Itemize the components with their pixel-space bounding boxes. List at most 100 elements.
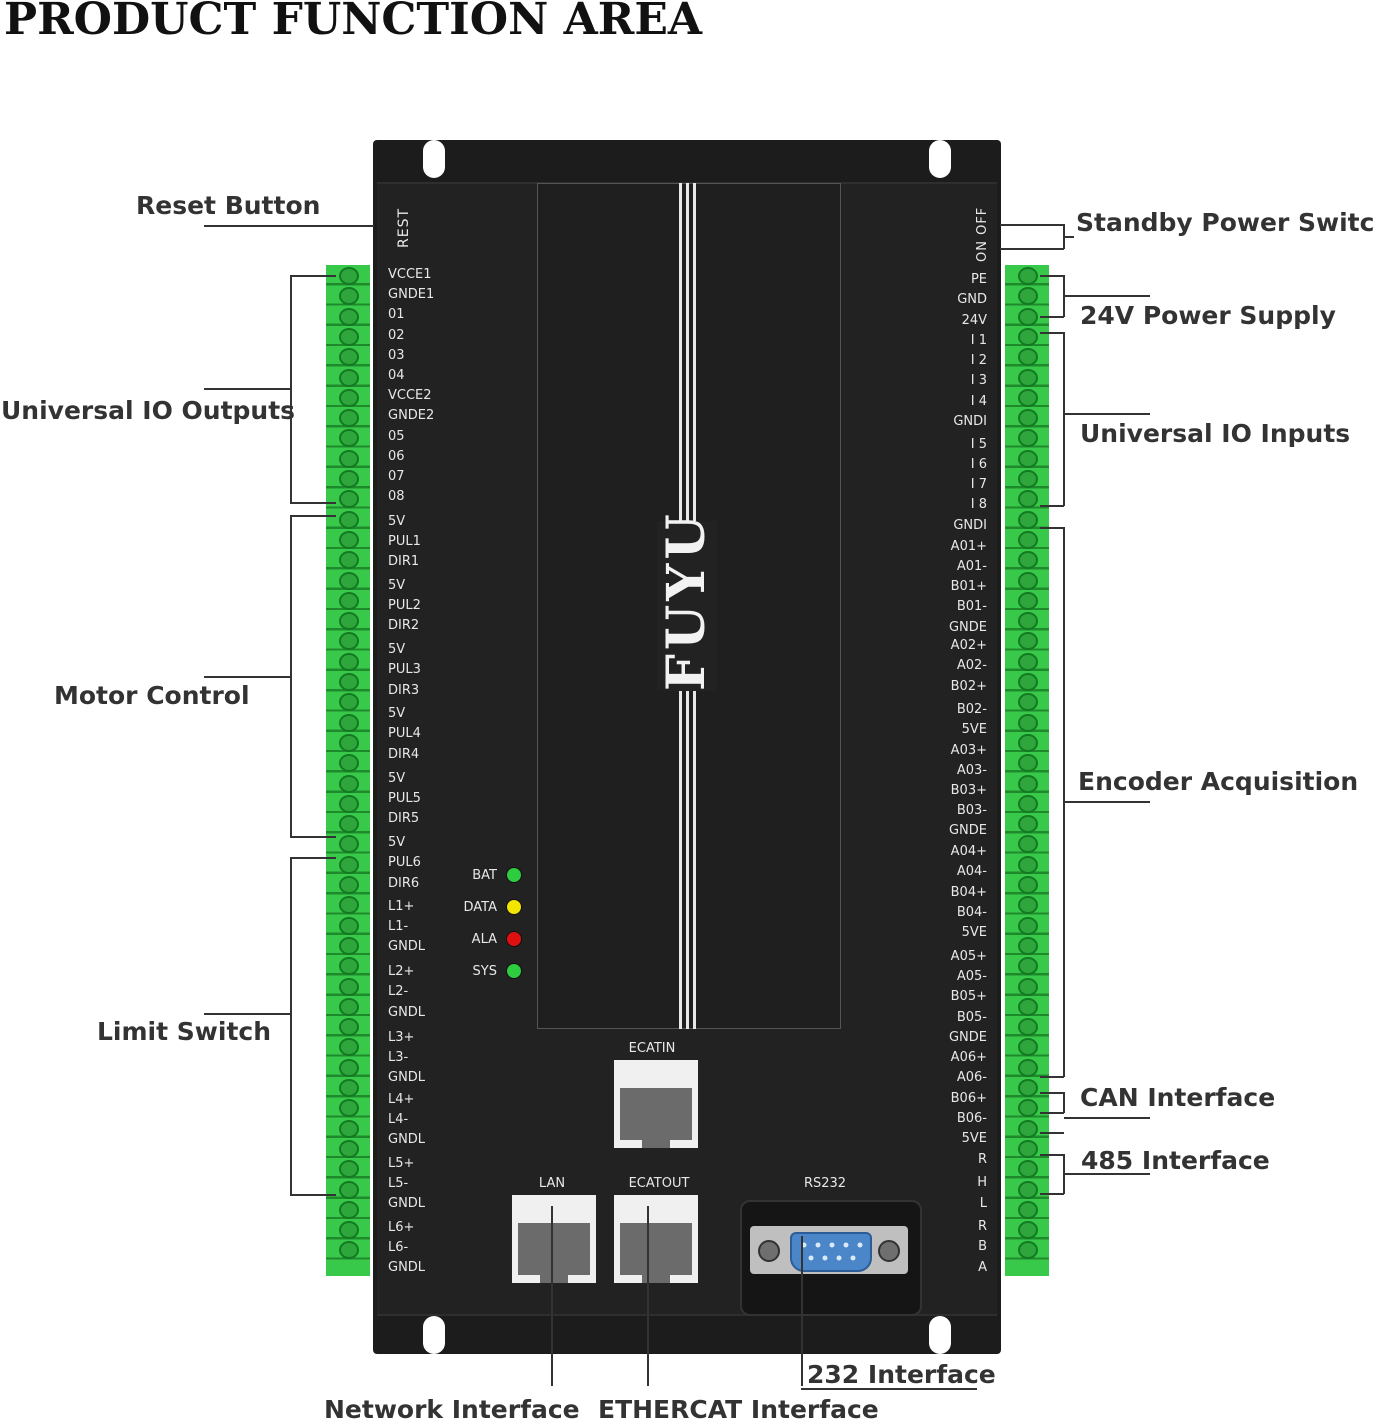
left-terminal-screw[interactable] (339, 368, 359, 387)
right-terminal-screw[interactable] (1018, 632, 1038, 651)
right-terminal-screw[interactable] (1018, 1139, 1038, 1158)
left-terminal-screw[interactable] (339, 1160, 359, 1179)
left-terminal-screw[interactable] (339, 693, 359, 712)
right-terminal-screw[interactable] (1018, 916, 1038, 935)
right-terminal-screw[interactable] (1018, 774, 1038, 793)
left-terminal-screw[interactable] (339, 997, 359, 1016)
right-terminal-screw[interactable] (1018, 896, 1038, 915)
left-terminal-screw[interactable] (339, 409, 359, 428)
right-terminal-screw[interactable] (1018, 449, 1038, 468)
right-terminal-screw[interactable] (1018, 368, 1038, 387)
left-terminal-screw[interactable] (339, 1221, 359, 1240)
left-terminal-screw[interactable] (339, 855, 359, 874)
right-terminal-screw[interactable] (1018, 1018, 1038, 1037)
right-terminal-screw[interactable] (1018, 388, 1038, 407)
right-terminal-screw[interactable] (1018, 1241, 1038, 1260)
left-terminal-screw[interactable] (339, 1200, 359, 1219)
left-terminal-screw[interactable] (339, 449, 359, 468)
left-terminal-screw[interactable] (339, 936, 359, 955)
left-terminal-screw[interactable] (339, 713, 359, 732)
left-terminal-screw[interactable] (339, 652, 359, 671)
right-terminal-screw[interactable] (1018, 977, 1038, 996)
left-terminal-screw[interactable] (339, 571, 359, 590)
right-terminal-screw[interactable] (1018, 1180, 1038, 1199)
right-terminal-screw[interactable] (1018, 490, 1038, 509)
right-terminal-screw[interactable] (1018, 612, 1038, 631)
right-terminal-screw[interactable] (1018, 307, 1038, 326)
left-terminal-screw[interactable] (339, 1058, 359, 1077)
left-terminal-screw[interactable] (339, 1038, 359, 1057)
right-terminal-screw[interactable] (1018, 327, 1038, 346)
left-terminal-screw[interactable] (339, 1241, 359, 1260)
left-terminal-screw[interactable] (339, 815, 359, 834)
left-terminal-screw[interactable] (339, 835, 359, 854)
left-terminal-screw[interactable] (339, 896, 359, 915)
left-terminal-screw[interactable] (339, 388, 359, 407)
right-terminal-screw[interactable] (1018, 1119, 1038, 1138)
right-terminal-screw[interactable] (1018, 530, 1038, 549)
right-terminal-screw[interactable] (1018, 1079, 1038, 1097)
left-terminal-screw[interactable] (339, 429, 359, 448)
left-terminal-screw[interactable] (339, 1180, 359, 1199)
right-terminal-screw[interactable] (1018, 429, 1038, 448)
right-terminal-screw[interactable] (1018, 267, 1038, 285)
right-terminal-screw[interactable] (1018, 1221, 1038, 1240)
left-terminal-screw[interactable] (339, 530, 359, 549)
left-terminal-screw[interactable] (339, 916, 359, 935)
right-terminal-screw[interactable] (1018, 1099, 1038, 1118)
left-terminal-screw[interactable] (339, 327, 359, 346)
right-terminal-screw[interactable] (1018, 287, 1038, 306)
left-terminal-screw[interactable] (339, 957, 359, 976)
right-terminal-screw[interactable] (1018, 348, 1038, 367)
left-terminal-screw[interactable] (339, 348, 359, 367)
right-terminal-screw[interactable] (1018, 409, 1038, 428)
left-terminal-screw[interactable] (339, 632, 359, 651)
left-terminal-screw[interactable] (339, 1139, 359, 1158)
right-terminal-screw[interactable] (1018, 997, 1038, 1016)
left-terminal-screw[interactable] (339, 287, 359, 306)
right-terminal-screw[interactable] (1018, 713, 1038, 732)
right-terminal-screw[interactable] (1018, 551, 1038, 570)
right-terminal-screw[interactable] (1018, 1038, 1038, 1057)
left-terminal-screw[interactable] (339, 490, 359, 509)
left-terminal-screw[interactable] (339, 612, 359, 631)
right-terminal-screw[interactable] (1018, 510, 1038, 529)
left-terminal-screw[interactable] (339, 510, 359, 529)
right-terminal-screw[interactable] (1018, 1160, 1038, 1179)
left-terminal-screw[interactable] (339, 876, 359, 894)
left-terminal-screw[interactable] (339, 1099, 359, 1118)
rs232-port[interactable] (750, 1226, 908, 1274)
right-terminal-screw[interactable] (1018, 693, 1038, 712)
left-terminal-screw[interactable] (339, 977, 359, 996)
left-terminal-screw[interactable] (339, 1079, 359, 1097)
left-terminal-screw[interactable] (339, 754, 359, 773)
right-terminal-screw[interactable] (1018, 794, 1038, 813)
left-terminal-screw[interactable] (339, 1119, 359, 1138)
lan-port[interactable] (512, 1195, 596, 1283)
left-terminal-screw[interactable] (339, 591, 359, 610)
right-terminal-screw[interactable] (1018, 1200, 1038, 1219)
right-terminal-screw[interactable] (1018, 470, 1038, 488)
left-terminal-screw[interactable] (339, 1018, 359, 1037)
left-terminal-screw[interactable] (339, 307, 359, 326)
right-terminal-screw[interactable] (1018, 936, 1038, 955)
right-terminal-screw[interactable] (1018, 855, 1038, 874)
right-terminal-screw[interactable] (1018, 733, 1038, 752)
ecatout-port[interactable] (614, 1195, 698, 1283)
left-terminal-screw[interactable] (339, 794, 359, 813)
right-terminal-screw[interactable] (1018, 571, 1038, 590)
right-terminal-screw[interactable] (1018, 652, 1038, 671)
right-terminal-screw[interactable] (1018, 1058, 1038, 1077)
left-terminal-screw[interactable] (339, 551, 359, 570)
left-terminal-screw[interactable] (339, 673, 359, 691)
right-terminal-screw[interactable] (1018, 673, 1038, 691)
ecatin-port[interactable] (614, 1060, 698, 1148)
right-terminal-screw[interactable] (1018, 876, 1038, 894)
right-terminal-screw[interactable] (1018, 754, 1038, 773)
right-terminal-screw[interactable] (1018, 957, 1038, 976)
right-terminal-screw[interactable] (1018, 815, 1038, 834)
left-terminal-screw[interactable] (339, 733, 359, 752)
left-terminal-screw[interactable] (339, 267, 359, 285)
left-terminal-screw[interactable] (339, 470, 359, 488)
right-terminal-screw[interactable] (1018, 835, 1038, 854)
